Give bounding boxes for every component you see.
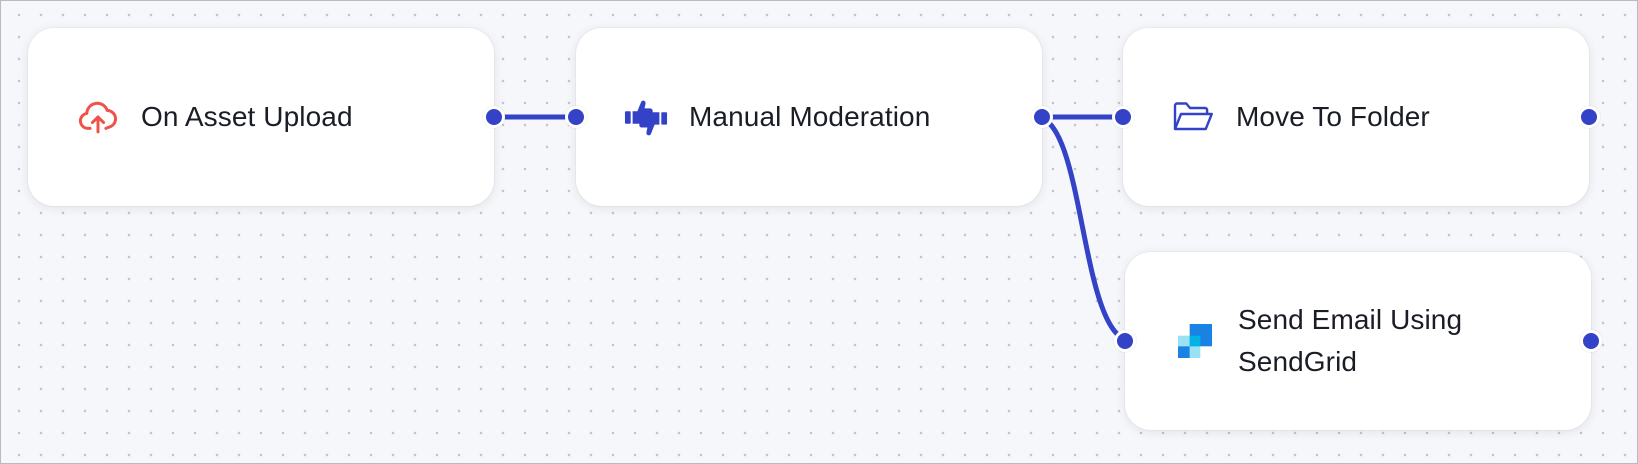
node-move-to-folder[interactable]: Move To Folder bbox=[1112, 28, 1600, 206]
thumbs-up-down-icon bbox=[624, 95, 668, 139]
node-label: Move To Folder bbox=[1236, 101, 1430, 132]
input-port[interactable] bbox=[565, 106, 587, 128]
folder-open-icon bbox=[1171, 95, 1215, 139]
output-port[interactable] bbox=[1578, 106, 1600, 128]
input-port[interactable] bbox=[1114, 330, 1136, 352]
node-label: Manual Moderation bbox=[689, 101, 931, 132]
node-manual-moderation[interactable]: Manual Moderation bbox=[565, 28, 1053, 206]
node-label: On Asset Upload bbox=[141, 101, 353, 132]
output-port[interactable] bbox=[1031, 106, 1053, 128]
sendgrid-icon bbox=[1173, 319, 1217, 363]
node-label: Send Email Using SendGrid bbox=[1238, 304, 1463, 377]
output-port[interactable] bbox=[483, 106, 505, 128]
connection-moderation-to-sendgrid[interactable] bbox=[1033, 114, 1135, 344]
output-port[interactable] bbox=[1580, 330, 1602, 352]
node-send-email-sendgrid[interactable]: Send Email Using SendGrid bbox=[1114, 252, 1602, 430]
input-port[interactable] bbox=[1112, 106, 1134, 128]
cloud-upload-icon bbox=[76, 95, 120, 139]
node-on-asset-upload[interactable]: On Asset Upload bbox=[28, 28, 505, 206]
